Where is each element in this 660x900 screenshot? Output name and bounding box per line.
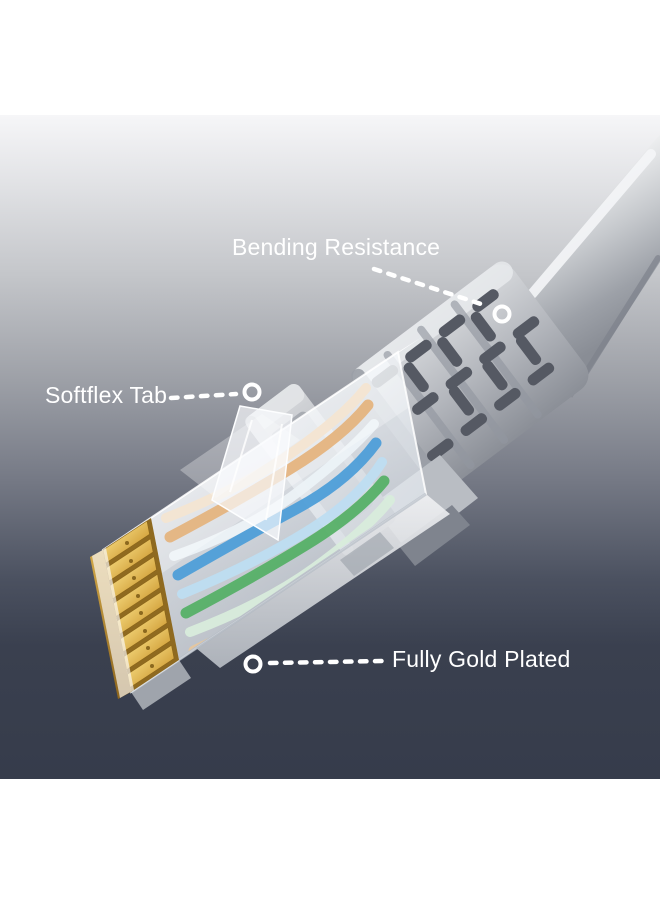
bending-resistance-label: Bending Resistance [232,234,441,260]
fully-gold-plated-leader [267,658,386,666]
gold-contacts [90,518,191,710]
softflex-tab-label: Softflex Tab [45,382,168,408]
latch-tab [211,405,293,542]
bending-resistance-leader [371,266,490,309]
fully-gold-plated-marker [243,654,263,674]
bending-resistance-marker [492,304,512,324]
softflex-tab-marker [242,382,262,402]
softflex-tab-leader [168,391,239,401]
fully-gold-plated-label: Fully Gold Plated [392,646,571,672]
